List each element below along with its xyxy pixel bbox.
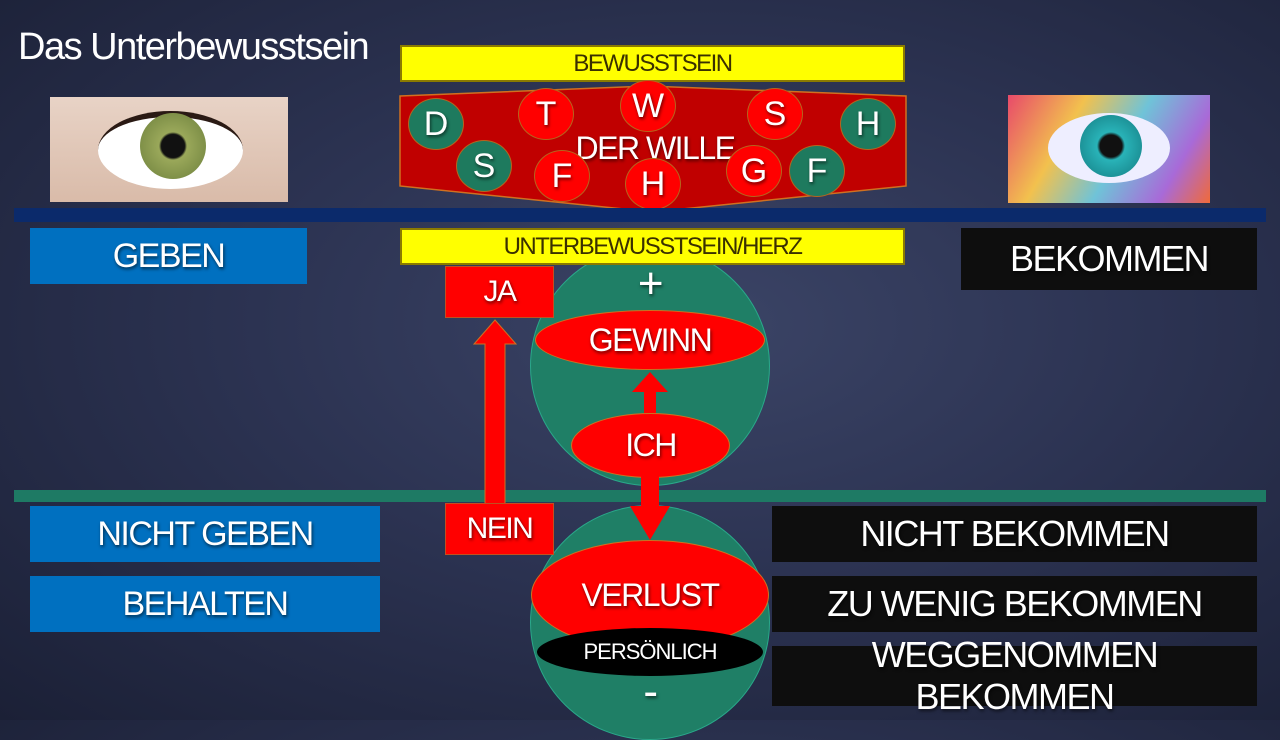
- eye-artwork-right: [1008, 95, 1210, 203]
- nicht-geben-box: NICHT GEBEN: [30, 506, 380, 562]
- zu-wenig-bekommen-box: ZU WENIG BEKOMMEN: [772, 576, 1257, 632]
- circle-f-green: F: [789, 145, 845, 197]
- arrow-down-icon: [630, 476, 670, 540]
- behalten-box: BEHALTEN: [30, 576, 380, 632]
- circle-f-red: F: [534, 150, 590, 202]
- consciousness-divider: [14, 208, 1266, 222]
- bekommen-box: BEKOMMEN: [961, 228, 1257, 290]
- gewinn-ellipse: GEWINN: [535, 310, 765, 370]
- ich-ellipse: ICH: [571, 413, 730, 478]
- circle-t: T: [518, 88, 574, 140]
- circle-h-red: H: [625, 158, 681, 210]
- subconscious-divider: [14, 490, 1266, 502]
- minus-sign: -: [643, 667, 658, 716]
- circle-d: D: [408, 98, 464, 150]
- nein-box: NEIN: [445, 503, 554, 555]
- verlust-ellipse: VERLUST: [531, 540, 769, 650]
- circle-w: W: [620, 80, 676, 132]
- nicht-bekommen-box: NICHT BEKOMMEN: [772, 506, 1257, 562]
- persoenlich-ellipse: PERSÖNLICH: [537, 628, 763, 676]
- eye-photo-left: [50, 97, 288, 202]
- unterbewusstsein-bar: UNTERBEWUSSTSEIN/HERZ: [400, 228, 905, 265]
- slide-title: Das Unterbewusstsein: [18, 26, 370, 68]
- nein-to-ja-arrow-icon: [472, 319, 518, 508]
- circle-s-red: S: [747, 88, 803, 140]
- ja-box: JA: [445, 266, 554, 318]
- weggenommen-bekommen-box: WEGGENOMMEN BEKOMMEN: [772, 634, 1257, 717]
- circle-h-green: H: [840, 98, 896, 150]
- geben-box: GEBEN: [30, 228, 307, 284]
- circle-s-green: S: [456, 140, 512, 192]
- circle-g: G: [726, 145, 782, 197]
- bewusstsein-bar: BEWUSSTSEIN: [400, 45, 905, 82]
- arrow-up-icon: [632, 372, 668, 414]
- plus-sign: +: [637, 259, 664, 308]
